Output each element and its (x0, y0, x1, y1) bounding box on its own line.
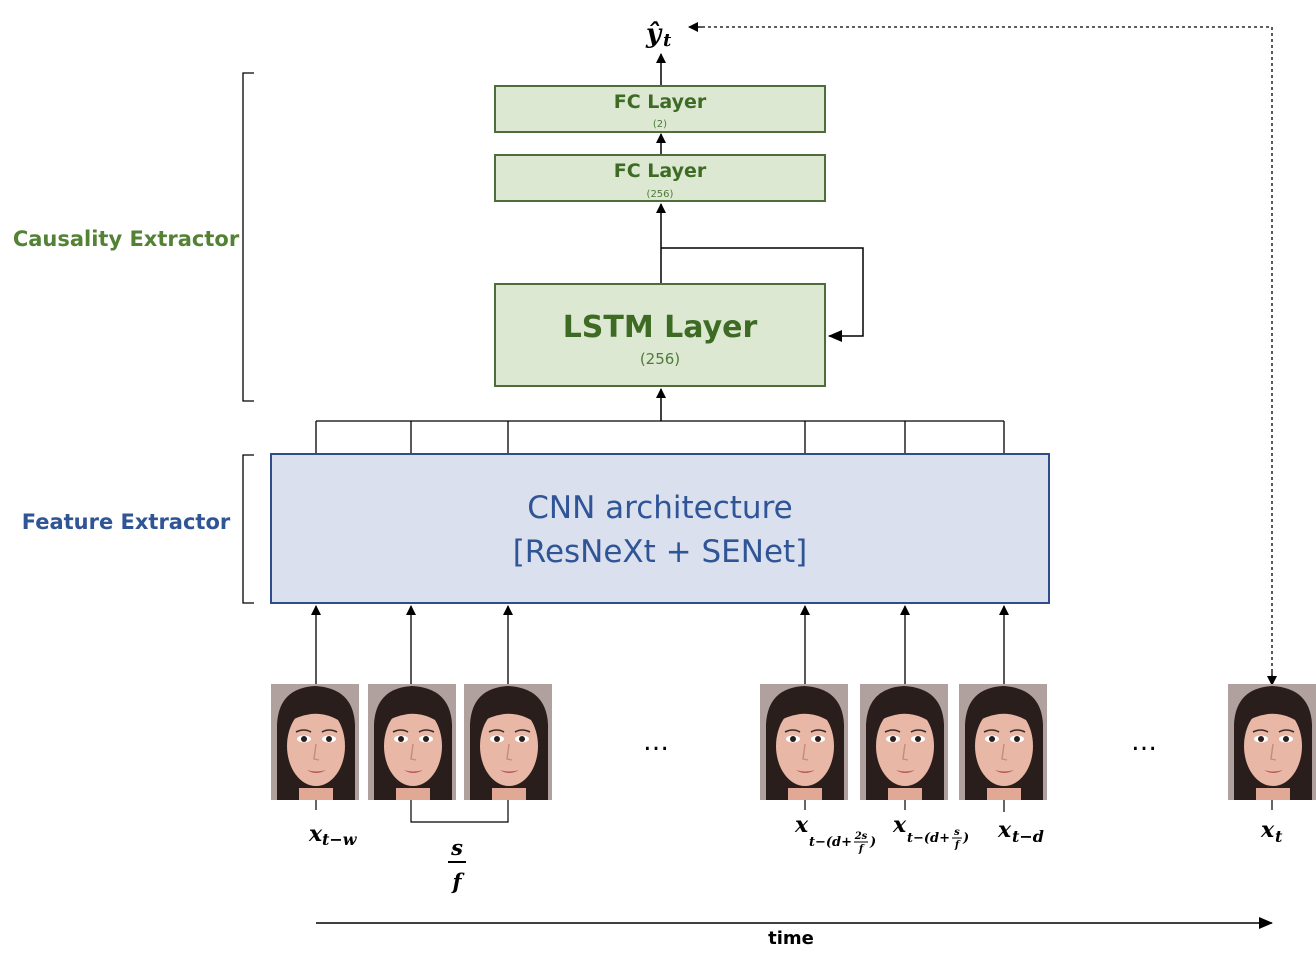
causality-extractor-label: Causality Extractor (13, 227, 240, 251)
label-x-t-minus-d: x t−d (997, 817, 1044, 846)
frame-input-arrows (311, 605, 1009, 686)
face-frame-image (270, 683, 360, 801)
face-frame-image (859, 683, 949, 801)
label-subscript-suffix: ) (962, 831, 969, 846)
label-x-t-minus-d-2s-f: x t−(d+ 2s f ) (794, 812, 876, 855)
lstm-layer: LSTM Layer (256) (494, 283, 826, 387)
face-frame-image (367, 683, 457, 801)
label-base: x (997, 817, 1012, 843)
lstm-recurrent-loop (661, 247, 864, 342)
fc-hidden-units: (256) (647, 189, 674, 200)
label-subscript-prefix: t−(d+ (809, 835, 852, 850)
label-frac-num: 2s (854, 831, 868, 842)
stride-fraction: s f (448, 835, 466, 894)
output-subscript: t (663, 30, 672, 51)
output-label: ŷ t (645, 19, 672, 51)
label-base: x (1260, 817, 1275, 843)
fc-layer-hidden: FC Layer (256) (494, 154, 826, 202)
frame-ticks (315, 800, 1273, 812)
ellipsis-1: … (643, 727, 669, 757)
label-base: x (308, 821, 323, 847)
cnn-subtitle: [ResNeXt + SENet] (513, 534, 808, 570)
fc-layer-output: FC Layer (2) (494, 85, 826, 133)
dashed-feedback-line (690, 26, 1273, 684)
label-x-t-minus-w: x t−w (308, 821, 358, 849)
stride-bracket (410, 800, 509, 823)
fc-output-units: (2) (653, 119, 667, 130)
causality-bracket (242, 72, 254, 402)
label-subscript: t−w (322, 830, 358, 849)
cnn-title: CNN architecture (527, 490, 792, 526)
time-axis-label: time (768, 928, 814, 949)
fc-output-title: FC Layer (614, 91, 707, 113)
face-frame-image (958, 683, 1048, 801)
label-subscript-suffix: ) (869, 835, 876, 850)
label-base: x (794, 812, 809, 838)
face-frame-image (759, 683, 849, 801)
output-symbol: ŷ (645, 19, 663, 49)
face-frame-image (1228, 684, 1316, 800)
label-subscript-prefix: t−(d+ (907, 831, 950, 846)
face-frame-image (463, 683, 553, 801)
feature-bracket (242, 454, 254, 604)
feature-extractor-label: Feature Extractor (22, 510, 231, 534)
fc-hidden-title: FC Layer (614, 160, 707, 182)
lstm-title: LSTM Layer (563, 310, 758, 345)
video-frames (270, 683, 1316, 801)
label-base: x (892, 812, 907, 838)
label-frac-den: f (858, 844, 865, 855)
ellipsis-2: … (1131, 727, 1157, 757)
label-frac-num: s (954, 827, 960, 838)
label-subscript: t (1275, 827, 1283, 846)
label-subscript: t−d (1012, 827, 1044, 846)
lstm-units: (256) (640, 350, 680, 368)
label-frac-den: f (954, 840, 961, 851)
label-x-t: x t (1260, 817, 1283, 846)
cnn-to-lstm-bus (315, 420, 1005, 454)
stride-denominator: f (450, 869, 465, 894)
label-x-t-minus-d-s-f: x t−(d+ s f ) (892, 812, 969, 851)
cnn-architecture-box: CNN architecture [ResNeXt + SENet] (270, 453, 1050, 604)
stride-numerator: s (450, 835, 463, 860)
